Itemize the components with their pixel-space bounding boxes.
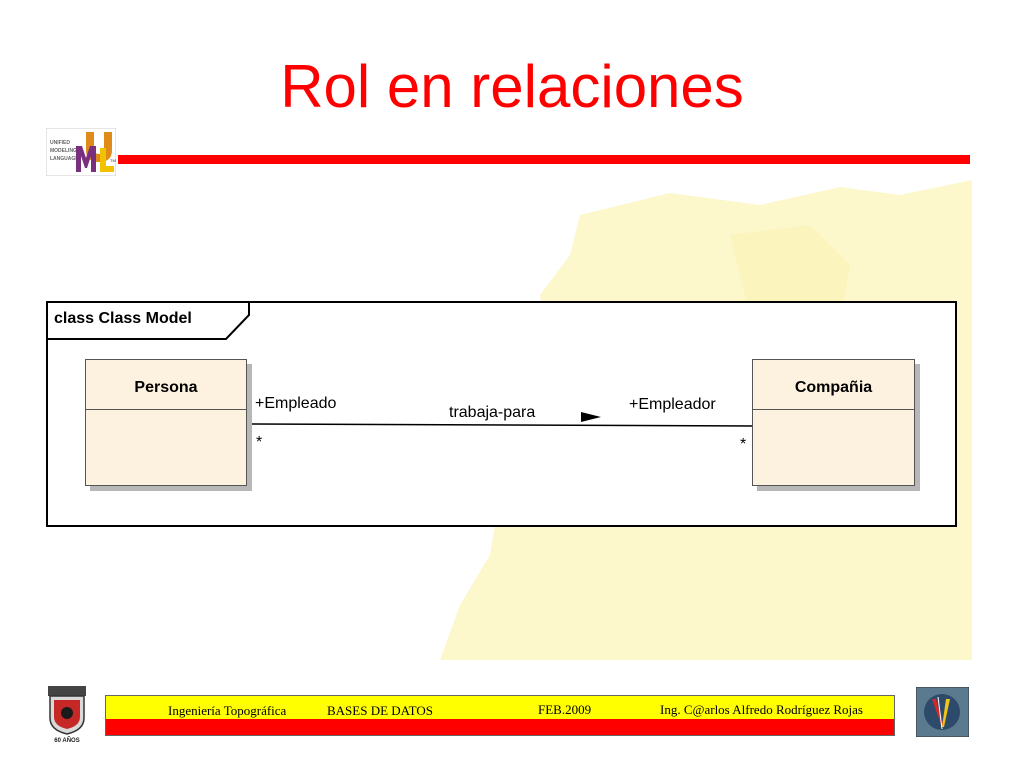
footer-author: Ing. C@arlos Alfredo Rodríguez Rojas	[660, 702, 863, 717]
source-multiplicity: *	[256, 434, 263, 452]
association-name-label: trabaja-para	[449, 404, 536, 422]
class-compartment-divider	[86, 409, 246, 410]
uml-logo-line3: LANGUAGE	[50, 156, 79, 162]
association-direction-arrow	[581, 412, 601, 422]
uml-logo-line1: UNIFIED	[50, 140, 70, 146]
uml-logo-tm: TM	[110, 158, 116, 163]
footer-date: FEB.2009	[538, 702, 592, 717]
class-name-compania: Compañia	[794, 379, 873, 396]
footer-program: Ingeniería Topográfica	[168, 703, 287, 718]
class-name-persona: Persona	[134, 379, 198, 396]
target-multiplicity: *	[740, 436, 747, 454]
footer-course: BASES DE DATOS	[327, 703, 433, 718]
class-persona[interactable]: Persona	[85, 359, 247, 486]
uml-logo: UNIFIED MODELING LANGUAGE TM	[45, 127, 117, 177]
uml-logo-line2: MODELING	[50, 148, 77, 154]
frame-label: class Class Model	[54, 310, 192, 327]
program-emblem	[915, 686, 970, 738]
source-role-label: +Empleado	[255, 395, 337, 413]
footer-band	[106, 696, 894, 719]
target-role-label: +Empleador	[629, 396, 716, 414]
crest-years-text: 60 AÑOS	[54, 737, 79, 744]
slide-title: Rol en relaciones	[280, 53, 744, 120]
title-underline	[118, 155, 970, 164]
association-connector	[247, 412, 757, 427]
association-line	[247, 423, 757, 427]
frame-label-tab	[47, 302, 250, 340]
university-crest: 60 AÑOS	[44, 684, 90, 748]
class-compania[interactable]: Compañia	[752, 359, 915, 486]
class-compartment-divider	[753, 409, 914, 410]
